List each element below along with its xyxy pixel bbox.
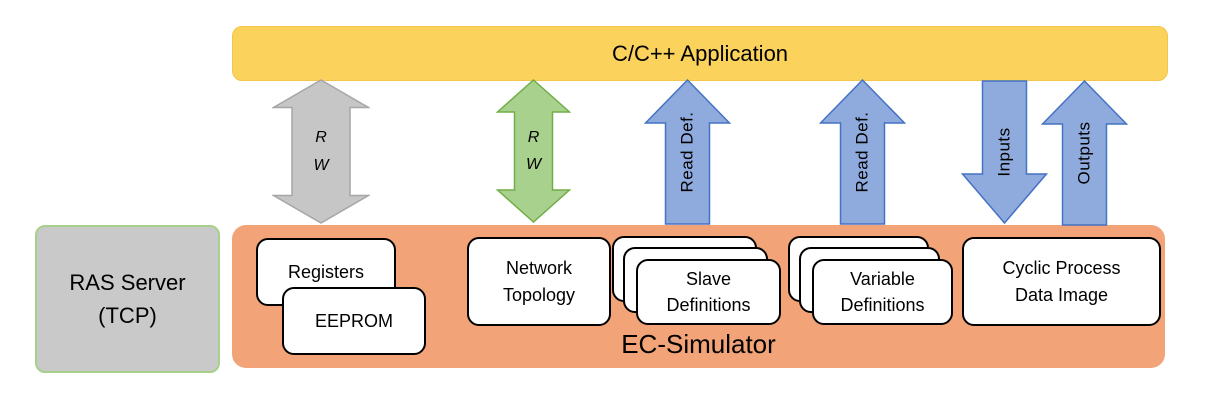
- slave-definitions-box: Slave Definitions: [636, 259, 781, 325]
- ec-simulator-label: EC-Simulator: [621, 329, 776, 359]
- registers-label: Registers: [287, 261, 365, 282]
- network-topology-box: Network Topology: [467, 237, 611, 326]
- ras-server-box: RAS Server (TCP): [35, 225, 220, 373]
- outputs-arrow: Outputs: [1041, 80, 1128, 226]
- inputs-arrow: Inputs: [961, 80, 1048, 224]
- cyclic-process-label-line1: Cyclic Process: [1002, 258, 1121, 279]
- topology-rw-arrow: R W: [496, 79, 571, 223]
- cyclic-process-label-line2: Data Image: [1014, 284, 1109, 305]
- slave-definitions-label-line1: Slave: [685, 268, 732, 289]
- network-topology-label-line1: Network: [505, 258, 572, 279]
- eeprom-box: EEPROM: [282, 287, 426, 355]
- ras-server-label-line1: RAS Server: [69, 270, 186, 295]
- eeprom-label: EEPROM: [314, 310, 393, 331]
- variable-definitions-box: Variable Definitions: [812, 259, 953, 325]
- cyclic-process-data-image-box: Cyclic Process Data Image: [962, 237, 1161, 326]
- up-arrow-icon: [1041, 80, 1128, 226]
- up-arrow-icon: [819, 79, 906, 225]
- variable-read-def-arrow: Read Def.: [819, 79, 906, 225]
- variable-definitions-label-line1: Variable: [850, 268, 915, 289]
- double-arrow-icon: [272, 79, 370, 224]
- up-arrow-icon: [644, 79, 731, 225]
- variable-definitions-label-line2: Definitions: [840, 295, 925, 315]
- app-layer-label: C/C++ Application: [611, 40, 789, 66]
- ras-server-label-line2: (TCP): [98, 303, 157, 328]
- slave-read-def-arrow: Read Def.: [644, 79, 731, 225]
- app-layer-box: C/C++ Application: [232, 26, 1168, 81]
- slave-definitions-label-line2: Definitions: [666, 295, 751, 315]
- ras-rw-arrow: R W: [272, 79, 370, 224]
- network-topology-label-line2: Topology: [502, 284, 576, 305]
- down-arrow-icon: [961, 80, 1048, 224]
- double-arrow-icon: [496, 79, 571, 223]
